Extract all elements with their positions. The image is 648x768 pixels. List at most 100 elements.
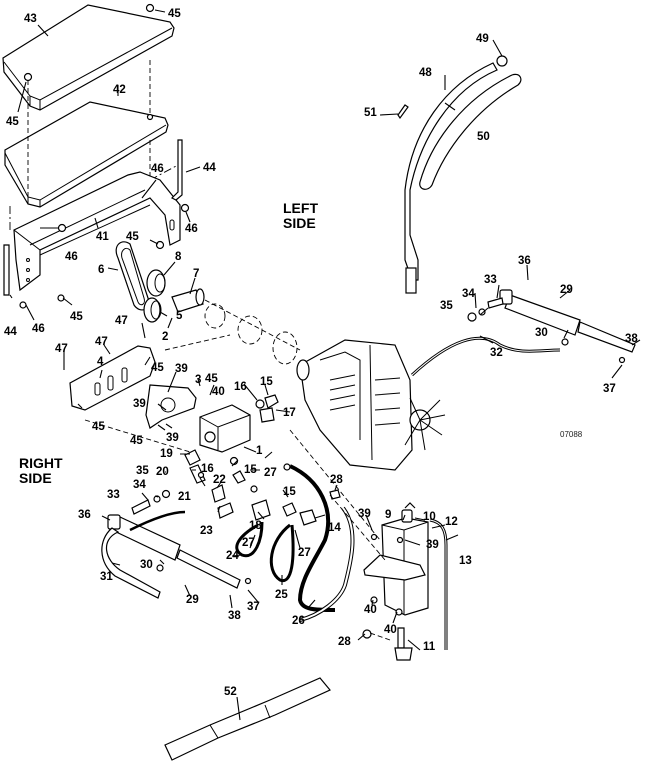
callouts: 43 45 45 42 46 44 46 41 46 45 6 8 7 5 2 … <box>4 8 641 721</box>
callout-36: 36 <box>518 255 531 267</box>
part-41-bracket <box>13 171 181 292</box>
callout-47: 47 <box>115 315 128 327</box>
part-43-top-cover <box>2 3 175 111</box>
callout-21: 21 <box>178 491 191 503</box>
callout-27: 27 <box>242 537 255 549</box>
callout-26: 26 <box>292 615 305 627</box>
callout-39: 39 <box>175 363 188 375</box>
part-9-reservoir <box>362 502 448 661</box>
callout-46: 46 <box>65 251 78 263</box>
part-51-pin <box>397 104 409 120</box>
callout-38: 38 <box>228 610 241 622</box>
callout-44: 44 <box>4 326 17 338</box>
callout-45: 45 <box>126 231 139 243</box>
callout-15: 15 <box>244 464 257 476</box>
callout-18: 18 <box>249 520 262 532</box>
callout-10: 10 <box>423 511 436 523</box>
transmission-assembly <box>296 339 446 471</box>
hoses <box>235 464 355 622</box>
part-29-left-cylinder <box>499 289 636 353</box>
callout-29: 29 <box>186 594 199 606</box>
callout-38: 38 <box>625 333 638 345</box>
right-side-label: RIGHT SIDE <box>19 456 63 486</box>
part-8-pulley <box>146 269 166 297</box>
left-side-label: LEFT SIDE <box>283 201 318 231</box>
callout-45: 45 <box>6 116 19 128</box>
left-cylinder-hardware <box>467 297 626 364</box>
left-side-line2: SIDE <box>283 215 316 231</box>
callout-1: 1 <box>256 445 263 457</box>
part-48-handle <box>404 62 498 294</box>
callout-22: 22 <box>213 474 226 486</box>
callout-16: 16 <box>234 381 247 393</box>
callout-35: 35 <box>136 465 149 477</box>
callout-47: 47 <box>55 343 68 355</box>
cooling-fan <box>404 397 446 451</box>
callout-39: 39 <box>166 432 179 444</box>
callout-45: 45 <box>70 311 83 323</box>
part-7-shaft <box>171 288 205 313</box>
callout-28: 28 <box>338 636 351 648</box>
right-side-line2: SIDE <box>19 470 52 486</box>
callout-39: 39 <box>426 539 439 551</box>
drive-coupling <box>204 303 298 365</box>
callout-5: 5 <box>176 310 183 322</box>
part-1-pump <box>199 404 251 453</box>
hardware-nuts <box>19 203 190 309</box>
callout-45: 45 <box>92 421 105 433</box>
callout-30: 30 <box>140 559 153 571</box>
callout-30: 30 <box>535 327 548 339</box>
callout-34: 34 <box>133 479 146 491</box>
callout-29: 29 <box>560 284 573 296</box>
callout-44: 44 <box>203 162 216 174</box>
callout-8: 8 <box>175 251 182 263</box>
callout-50: 50 <box>477 131 490 143</box>
callout-4: 4 <box>97 356 104 368</box>
callout-34: 34 <box>462 288 475 300</box>
callout-51: 51 <box>364 107 377 119</box>
callout-39: 39 <box>133 398 146 410</box>
callout-46: 46 <box>32 323 45 335</box>
callout-37: 37 <box>603 383 616 395</box>
callout-27: 27 <box>264 467 277 479</box>
callout-48: 48 <box>419 67 432 79</box>
part-3-plate <box>145 384 197 429</box>
callout-2: 2 <box>162 331 168 343</box>
callout-41: 41 <box>96 231 109 243</box>
callout-15: 15 <box>283 486 296 498</box>
callout-3: 3 <box>195 374 201 386</box>
callout-19: 19 <box>160 448 173 460</box>
part-52-frame-rail <box>164 677 331 761</box>
part-49-cap <box>496 55 508 67</box>
callout-11: 11 <box>423 641 436 653</box>
callout-6: 6 <box>98 264 104 276</box>
right-side-line1: RIGHT <box>19 455 63 471</box>
callout-42: 42 <box>113 84 126 96</box>
callout-35: 35 <box>440 300 453 312</box>
callout-45: 45 <box>130 435 143 447</box>
callout-12: 12 <box>445 516 458 528</box>
callout-40: 40 <box>212 386 225 398</box>
callout-28: 28 <box>330 474 343 486</box>
right-cylinder-hardware <box>131 489 252 585</box>
callout-46: 46 <box>185 223 198 235</box>
callout-17: 17 <box>283 407 296 419</box>
part-44-rods <box>3 139 183 296</box>
callout-25: 25 <box>275 589 288 601</box>
callout-40: 40 <box>364 604 377 616</box>
callout-7: 7 <box>193 268 199 280</box>
callout-20: 20 <box>156 466 169 478</box>
callout-36: 36 <box>78 509 91 521</box>
part-5-pulley <box>143 297 162 323</box>
part-6-belt <box>115 241 150 311</box>
callout-49: 49 <box>476 33 489 45</box>
callout-45: 45 <box>151 362 164 374</box>
callout-32: 32 <box>490 347 503 359</box>
callout-33: 33 <box>484 274 497 286</box>
part-42-cover <box>4 101 169 208</box>
callout-40: 40 <box>384 624 397 636</box>
callout-24: 24 <box>226 550 239 562</box>
callout-15: 15 <box>260 376 273 388</box>
